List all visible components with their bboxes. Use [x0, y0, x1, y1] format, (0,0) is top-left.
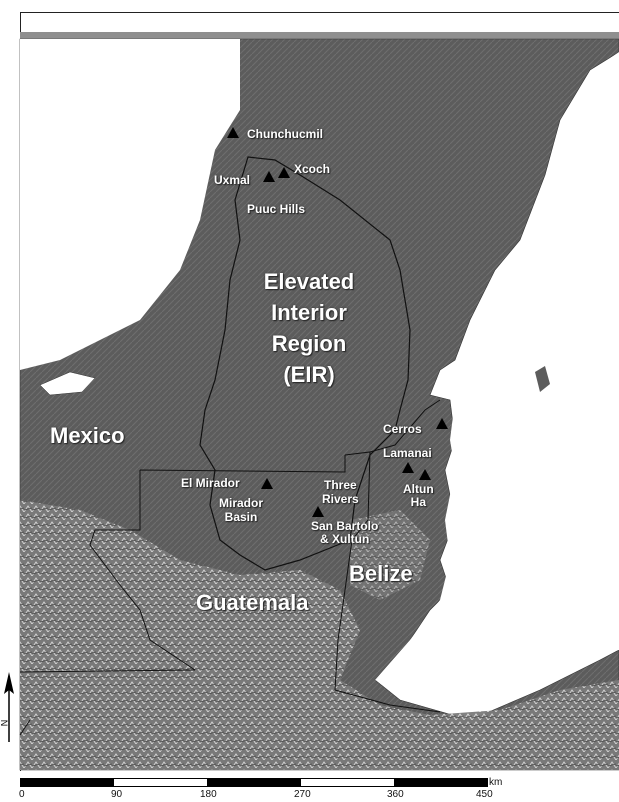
scale-tick-360: 360 [387, 789, 404, 800]
three-rivers-line-2: Rivers [322, 492, 359, 506]
scale-segment-2 [114, 779, 208, 786]
eir-line-2: Interior [271, 300, 347, 325]
site-marker-altun-ha [419, 469, 431, 480]
region-label-puuc-hills: Puuc Hills [247, 202, 306, 216]
gulf-of-mexico [20, 39, 240, 370]
site-marker-cerros [436, 418, 448, 429]
site-marker-uxmal [263, 171, 275, 182]
mirador-basin-line-1: Mirador [219, 496, 264, 510]
top-band [20, 32, 619, 39]
border-mexico-guatemala [19, 455, 346, 736]
scale-tick-0: 0 [19, 789, 25, 800]
site-marker-xcoch [278, 167, 290, 178]
site-label-altun-ha: Altun Ha [403, 482, 434, 509]
scale-segment-3 [207, 779, 301, 786]
site-label-san-bartolo-xultun: San Bartolo & Xultun [311, 519, 379, 546]
eir-line-3: Region [271, 331, 347, 356]
site-label-lamanai: Lamanai [383, 446, 432, 460]
site-label-cerros: Cerros [383, 422, 422, 436]
border-belize-mexico [369, 399, 441, 453]
scale-unit: km [489, 777, 503, 788]
country-label-mexico: Mexico [50, 423, 125, 448]
country-label-belize: Belize [349, 561, 413, 586]
north-label: N [0, 719, 10, 727]
site-label-uxmal: Uxmal [214, 173, 251, 187]
region-label-eir: Elevated Interior Region (EIR) [253, 266, 365, 390]
site-label-chunchucmil: Chunchucmil [247, 127, 324, 141]
scale-segment-1 [21, 779, 115, 786]
eir-line-4: (EIR) [283, 362, 335, 387]
three-rivers-line-1: Three [324, 478, 357, 492]
cozumel-island [535, 366, 550, 392]
scale-tick-180: 180 [200, 789, 217, 800]
scale-bar [20, 778, 488, 787]
region-label-mirador-basin: Mirador Basin [219, 496, 263, 524]
eir-boundary [199, 156, 411, 571]
highlands-relief [20, 500, 619, 770]
north-arrow-icon [4, 672, 14, 742]
site-label-el-mirador: El Mirador [181, 476, 240, 490]
site-marker-lamanai [402, 462, 414, 473]
scale-segment-5 [393, 779, 487, 786]
laguna-island [39, 371, 96, 396]
scale-tick-450: 450 [476, 789, 493, 800]
caribbean-sea [375, 52, 619, 700]
scale-tick-90: 90 [111, 789, 123, 800]
mirador-basin-line-2: Basin [224, 510, 258, 524]
scale-segment-4 [300, 779, 394, 786]
site-marker-el-mirador [261, 478, 273, 489]
region-label-three-rivers: Three Rivers [322, 478, 359, 506]
site-marker-san-bartolo [312, 506, 324, 517]
site-marker-chunchucmil [227, 127, 239, 138]
border-guatemala-south [334, 689, 441, 713]
eir-line-1: Elevated [263, 269, 355, 294]
highlands-relief-2 [350, 510, 430, 600]
site-label-xcoch: Xcoch [294, 162, 331, 176]
country-label-guatemala: Guatemala [196, 590, 309, 615]
scale-tick-270: 270 [294, 789, 311, 800]
